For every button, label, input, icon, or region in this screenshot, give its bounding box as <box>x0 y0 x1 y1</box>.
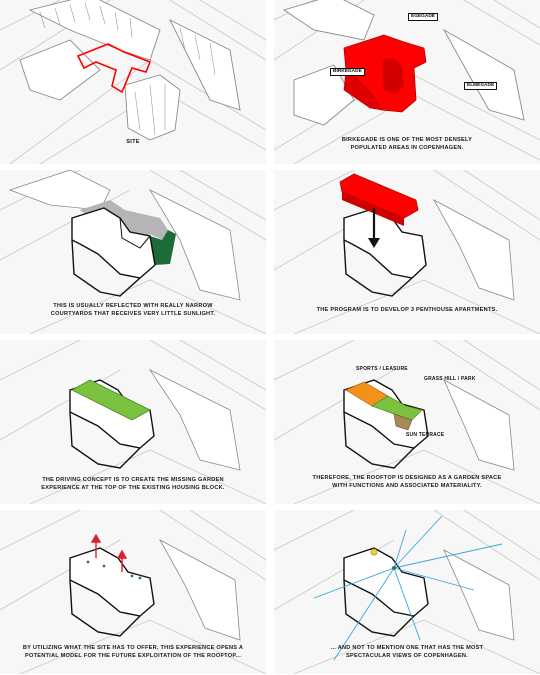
caption-views: ... AND NOT TO MENTION ONE THAT HAS THE … <box>330 645 484 659</box>
caption-density: BIRKEGADE IS ONE OF THE MOST DENSELY POP… <box>341 137 473 151</box>
caption-model: BY UTILIZING WHAT THE SITE HAS TO OFFER,… <box>22 645 244 659</box>
label-grass: GRASS HILL / PARK <box>424 376 476 382</box>
block-outline <box>71 207 156 279</box>
functions-scene <box>274 340 540 504</box>
sunlight-scene <box>0 170 266 334</box>
people-icons <box>86 560 142 580</box>
views-scene <box>274 510 540 674</box>
panel-sunlight: THIS IS USUALLY REFLECTED WITH REALLY NA… <box>0 170 266 334</box>
view-lines <box>313 515 503 661</box>
site-outline <box>76 43 152 94</box>
block-outline <box>343 547 429 617</box>
model-scene <box>0 510 266 674</box>
panel-density: EGEGADE BIRKEGADE ELMEGADE BIRKEGADE IS … <box>274 0 540 164</box>
panel-views: ... AND NOT TO MENTION ONE THAT HAS THE … <box>274 510 540 674</box>
street-label-egegade: EGEGADE <box>408 13 438 21</box>
block-outline <box>69 547 155 617</box>
garden-scene <box>0 340 266 504</box>
caption-sunlight: THIS IS USUALLY REFLECTED WITH REALLY NA… <box>50 303 216 317</box>
caption-program: THE PROGRAM IS TO DEVELOP 3 PENTHOUSE AP… <box>316 307 498 313</box>
label-sun-terrace: SUN TERRACE <box>406 432 445 438</box>
panel-site: SITE <box>0 0 266 164</box>
viewpoint-icon <box>392 566 396 570</box>
site-scene <box>0 0 266 164</box>
panel-functions: SPORTS / LEASURE GRASS HILL / PARK SUN T… <box>274 340 540 504</box>
density-scene <box>274 0 540 164</box>
sun-icon <box>370 548 378 556</box>
sun-terrace-zone <box>393 413 413 431</box>
roof-garden <box>71 379 151 421</box>
panel-model: BY UTILIZING WHAT THE SITE HAS TO OFFER,… <box>0 510 266 674</box>
arrow-up-icons <box>90 533 128 572</box>
caption-functions: THEREFORE, THE ROOFTOP IS DESIGNED AS A … <box>312 475 502 489</box>
caption-garden: THE DRIVING CONCEPT IS TO CREATE THE MIS… <box>41 477 225 491</box>
label-sports: SPORTS / LEASURE <box>356 366 408 372</box>
caption-site: SITE <box>126 139 140 145</box>
street-label-elmegade: ELMEGADE <box>464 82 498 90</box>
block-outline <box>343 207 427 279</box>
program-scene <box>274 170 540 334</box>
sunlit-courtyard <box>150 230 176 265</box>
street-label-birkegade: BIRKEGADE <box>330 68 365 76</box>
panel-program: THE PROGRAM IS TO DEVELOP 3 PENTHOUSE AP… <box>274 170 540 334</box>
panel-garden: THE DRIVING CONCEPT IS TO CREATE THE MIS… <box>0 340 266 504</box>
